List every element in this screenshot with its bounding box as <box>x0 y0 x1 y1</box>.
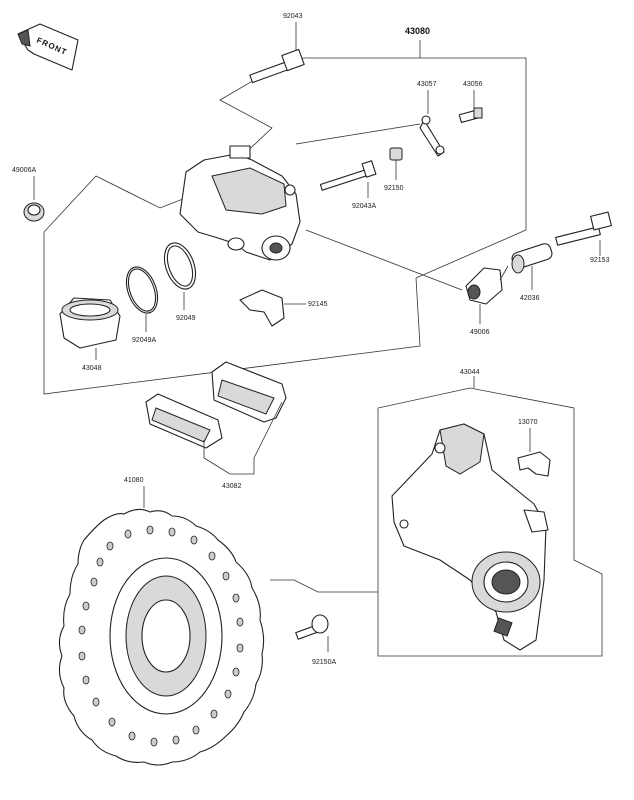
part-92049A-seal <box>125 266 159 332</box>
part-13070-clip <box>517 428 551 477</box>
label-43082: 43082 <box>222 483 242 490</box>
part-49006-boot <box>465 267 503 324</box>
label-42036: 42036 <box>520 295 540 302</box>
label-13070: 13070 <box>518 419 538 426</box>
label-92043A: 92043A <box>352 203 376 210</box>
part-43082-brake-pads <box>145 361 287 475</box>
label-49006: 49006 <box>470 329 490 336</box>
part-43057-link <box>419 90 445 157</box>
label-49006A: 49006A <box>12 167 36 174</box>
label-92049: 92049 <box>176 315 196 322</box>
label-43057: 43057 <box>417 81 437 88</box>
label-92145: 92145 <box>308 301 328 308</box>
part-43056-valve <box>458 90 483 124</box>
part-92145-clip <box>239 289 306 327</box>
part-43048-piston <box>59 297 121 360</box>
front-direction-badge: FRONT <box>17 23 79 71</box>
label-43048: 43048 <box>82 365 102 372</box>
part-42036-sleeve <box>511 243 553 290</box>
part-92043-bolt <box>249 22 305 84</box>
caliper-bracket <box>391 423 549 651</box>
label-43080: 43080 <box>405 26 430 36</box>
part-92153-bolt <box>555 211 612 256</box>
caliper-body <box>179 145 301 261</box>
label-92049A: 92049A <box>132 337 156 344</box>
label-92150: 92150 <box>384 185 404 192</box>
part-49006A-cap <box>23 176 45 222</box>
label-92043: 92043 <box>283 13 303 20</box>
label-43056: 43056 <box>463 81 483 88</box>
part-labels: 43080 92043 43057 43056 49006A 92150 920… <box>12 13 610 666</box>
part-92049-seal <box>163 242 197 310</box>
label-43044: 43044 <box>460 369 480 376</box>
assembly-guide-lines <box>295 123 509 291</box>
label-92153: 92153 <box>590 257 610 264</box>
caliper-assembly-outline <box>43 40 527 395</box>
part-43044-bracket-box <box>377 376 603 657</box>
label-41080: 41080 <box>124 477 144 484</box>
part-92043A-pin <box>319 160 377 198</box>
label-92150A: 92150A <box>312 659 336 666</box>
part-92150-screw <box>389 147 403 180</box>
part-41080-brake-disc <box>58 486 265 766</box>
part-92150A-bolt <box>270 579 378 652</box>
